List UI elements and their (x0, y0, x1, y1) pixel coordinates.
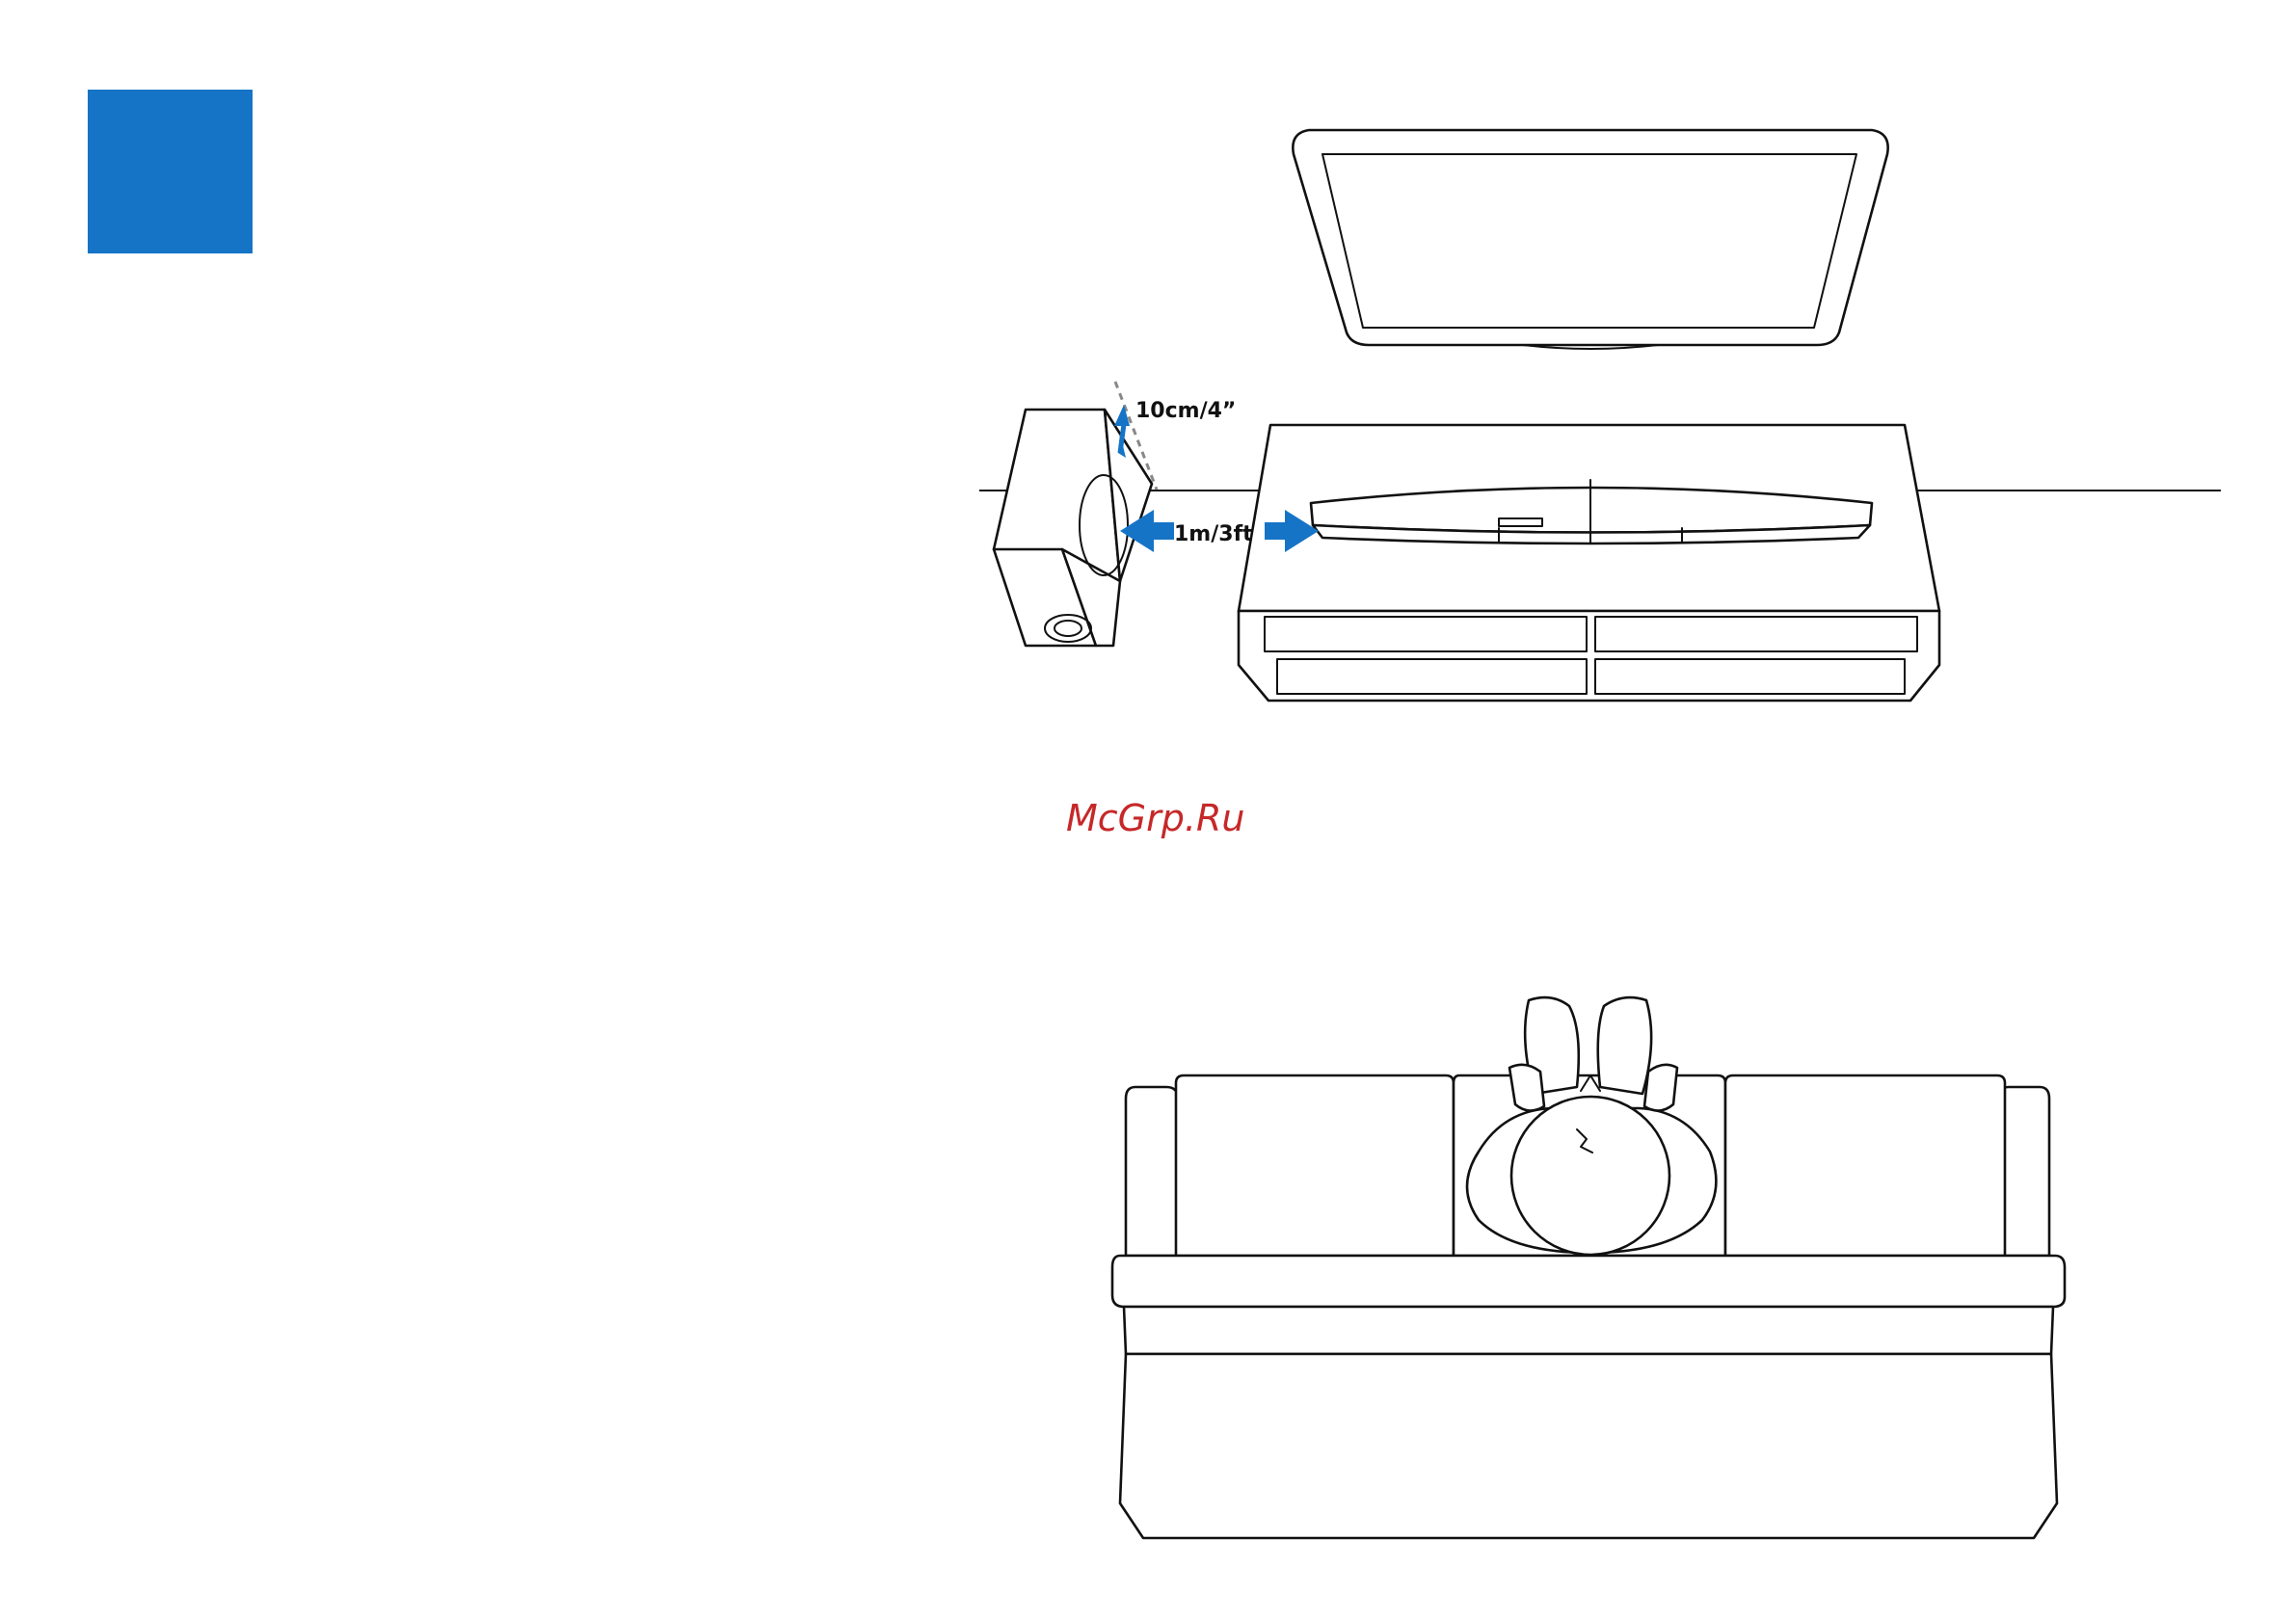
wall-distance-label: 10cm/4” (1135, 399, 1236, 423)
blue-square-marker (88, 90, 253, 253)
subwoofer-distance-label: 1m/3ft (1174, 522, 1253, 546)
person (1467, 997, 1716, 1255)
watermark-text: McGrp.Ru (1066, 797, 1244, 839)
tv-cabinet (1239, 425, 1939, 701)
tv (1293, 130, 1887, 349)
